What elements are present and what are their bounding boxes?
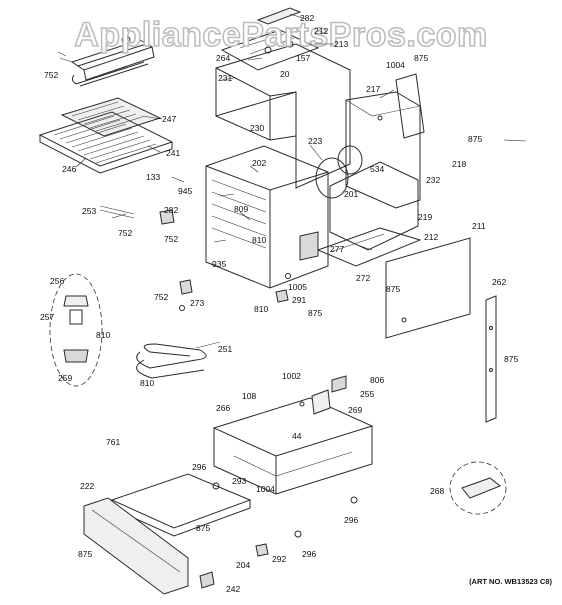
callout-217: 217 <box>366 84 380 94</box>
storage-drawer <box>83 473 252 595</box>
callout-806: 806 <box>370 375 384 385</box>
callout-809: 809 <box>234 204 248 214</box>
callout-282: 282 <box>300 13 314 23</box>
callout-273: 273 <box>190 298 204 308</box>
callout-246: 246 <box>62 164 76 174</box>
outer-wrapper <box>215 43 351 189</box>
callout-213: 213 <box>334 39 348 49</box>
bake-element <box>136 341 221 379</box>
callout-262: 262 <box>492 277 506 287</box>
rear-panel <box>345 73 425 209</box>
callout-269: 269 <box>348 405 362 415</box>
callout-277: 277 <box>330 244 344 254</box>
callout-296-b: 296 <box>344 515 358 525</box>
callout-257: 257 <box>40 312 54 322</box>
callout-875-e: 875 <box>504 354 518 364</box>
callout-223: 223 <box>308 136 322 146</box>
back-panel <box>385 237 471 339</box>
leveling-leg-detail <box>449 461 507 515</box>
callout-810: 810 <box>252 235 266 245</box>
callout-211: 211 <box>472 221 486 231</box>
insulation-panel <box>329 161 419 251</box>
callout-264: 264 <box>216 53 230 63</box>
callout-232: 232 <box>426 175 440 185</box>
callout-133: 133 <box>146 172 160 182</box>
callout-810-c: 810 <box>96 330 110 340</box>
callout-272: 272 <box>356 273 370 283</box>
callout-752: 752 <box>44 70 58 80</box>
callout-218: 218 <box>452 159 466 169</box>
callout-534: 534 <box>370 164 384 174</box>
callout-292: 292 <box>272 554 286 564</box>
callout-752-b: 752 <box>118 228 132 238</box>
callout-1005: 1005 <box>288 282 307 292</box>
callout-875-f: 875 <box>196 523 210 533</box>
callout-268: 268 <box>430 486 444 496</box>
callout-157: 157 <box>296 53 310 63</box>
callout-752-c: 752 <box>164 234 178 244</box>
callout-1002: 1002 <box>282 371 301 381</box>
watermark: AppliancePartsPros.com <box>74 16 487 54</box>
callout-761: 761 <box>106 437 120 447</box>
callout-labels: 282 212 213 264 157 20 231 1004 875 752 … <box>40 13 518 594</box>
callout-230: 230 <box>250 123 264 133</box>
art-number: (ART NO. WB13523 C8) <box>469 577 552 586</box>
oven-vent-assembly <box>220 7 320 71</box>
callout-935: 935 <box>212 259 226 269</box>
leader-lines <box>75 13 527 251</box>
callout-212: 212 <box>314 26 328 36</box>
callout-204: 204 <box>236 560 250 570</box>
callout-810-b: 810 <box>254 304 268 314</box>
callout-247: 247 <box>162 114 176 124</box>
callout-266: 266 <box>216 403 230 413</box>
callout-945: 945 <box>178 186 192 196</box>
drawer-hardware <box>199 482 358 589</box>
callout-222: 222 <box>80 481 94 491</box>
callout-875-b: 875 <box>468 134 482 144</box>
callout-253: 253 <box>82 206 96 216</box>
callout-44: 44 <box>292 431 302 441</box>
callout-296-c: 296 <box>302 549 316 559</box>
callout-242: 242 <box>226 584 240 594</box>
callout-202: 202 <box>252 158 266 168</box>
callout-256: 256 <box>50 276 64 286</box>
callout-201: 201 <box>344 189 358 199</box>
callout-212-b: 212 <box>424 232 438 242</box>
broil-element <box>57 35 155 87</box>
callout-296: 296 <box>192 462 206 472</box>
callout-291: 291 <box>292 295 306 305</box>
drawer-frame <box>212 397 374 495</box>
oven-liner <box>205 145 363 289</box>
callout-251: 251 <box>218 344 232 354</box>
callout-219: 219 <box>418 212 432 222</box>
callout-231: 231 <box>218 73 232 83</box>
callout-875-d: 875 <box>308 308 322 318</box>
callout-1004-b: 1004 <box>256 484 275 494</box>
drawer-brackets <box>311 375 347 415</box>
callout-108: 108 <box>242 391 256 401</box>
callout-810-d: 810 <box>140 378 154 388</box>
element-receptacle-group <box>49 273 103 387</box>
broil-pan <box>38 111 174 174</box>
callout-293: 293 <box>232 476 246 486</box>
bottom-panel <box>316 227 422 267</box>
callout-752-d: 752 <box>154 292 168 302</box>
callout-255: 255 <box>360 389 374 399</box>
callout-1004: 1004 <box>386 60 405 70</box>
callout-875: 875 <box>414 53 428 63</box>
small-hardware <box>99 205 319 311</box>
side-trim <box>485 295 497 423</box>
callout-875-g: 875 <box>78 549 92 559</box>
callout-875-c: 875 <box>386 284 400 294</box>
callout-20: 20 <box>280 69 290 79</box>
callout-259: 259 <box>58 373 72 383</box>
callout-282-b: 282 <box>164 205 178 215</box>
callout-241: 241 <box>166 148 180 158</box>
